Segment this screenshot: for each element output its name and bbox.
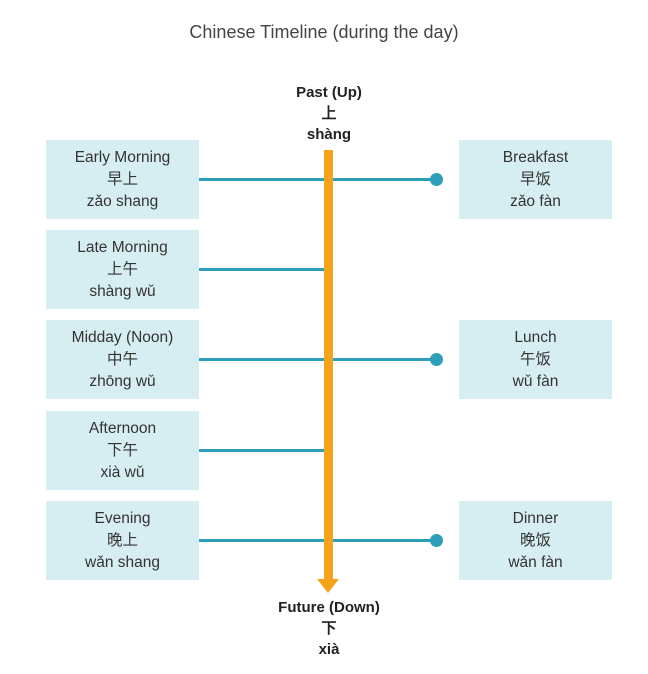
- meal-english: Breakfast: [502, 148, 569, 166]
- time-pinyin: xià wǔ: [100, 463, 145, 481]
- axis-top-english: Past (Up): [296, 84, 362, 101]
- connector-dot-breakfast: [430, 173, 443, 186]
- connector-midday: [199, 358, 437, 361]
- connector-afternoon: [199, 449, 327, 452]
- meal-english: Dinner: [512, 509, 559, 527]
- time-box-late-morning: Late Morning 上午 shàng wǔ: [46, 230, 199, 309]
- meal-pinyin: wǎn fàn: [508, 553, 563, 571]
- timeline-arrow-head: [317, 579, 339, 593]
- meal-box-breakfast: Breakfast 早饭 zǎo fàn: [459, 140, 612, 219]
- meal-english: Lunch: [514, 328, 557, 346]
- time-english: Midday (Noon): [71, 328, 174, 346]
- time-hanzi: 早上: [106, 170, 138, 188]
- timeline-arrow-shaft: [324, 150, 333, 581]
- axis-bottom-pinyin: xià: [318, 641, 340, 658]
- time-hanzi: 下午: [106, 441, 138, 459]
- meal-box-lunch: Lunch 午饭 wǔ fàn: [459, 320, 612, 399]
- meal-pinyin: wǔ fàn: [512, 372, 559, 390]
- axis-bottom-hanzi: 下: [321, 620, 337, 637]
- time-english: Afternoon: [88, 419, 157, 437]
- axis-top-hanzi: 上: [321, 105, 337, 122]
- meal-box-dinner: Dinner 晚饭 wǎn fàn: [459, 501, 612, 580]
- time-pinyin: zǎo shang: [86, 192, 159, 210]
- time-box-evening: Evening 晚上 wǎn shang: [46, 501, 199, 580]
- time-box-afternoon: Afternoon 下午 xià wǔ: [46, 411, 199, 490]
- axis-top-label: Past (Up) 上 shàng: [229, 82, 429, 145]
- diagram-title: Chinese Timeline (during the day): [189, 22, 459, 42]
- meal-pinyin: zǎo fàn: [510, 192, 561, 210]
- time-english: Late Morning: [77, 238, 168, 256]
- time-hanzi: 中午: [106, 350, 138, 368]
- meal-hanzi: 早饭: [519, 170, 551, 188]
- meal-hanzi: 午饭: [519, 350, 551, 368]
- connector-late-morning: [199, 268, 327, 271]
- time-box-midday: Midday (Noon) 中午 zhōng wǔ: [46, 320, 199, 399]
- connector-early-morning: [199, 178, 437, 181]
- axis-bottom-english: Future (Down): [278, 599, 380, 616]
- connector-dot-lunch: [430, 353, 443, 366]
- meal-hanzi: 晚饭: [519, 531, 551, 549]
- time-box-early-morning: Early Morning 早上 zǎo shang: [46, 140, 199, 219]
- connector-dot-dinner: [430, 534, 443, 547]
- axis-bottom-label: Future (Down) 下 xià: [229, 597, 429, 660]
- time-pinyin: zhōng wǔ: [89, 372, 156, 390]
- time-hanzi: 上午: [106, 260, 138, 278]
- time-pinyin: shàng wǔ: [89, 282, 156, 300]
- time-pinyin: wǎn shang: [85, 553, 160, 571]
- time-english: Early Morning: [74, 148, 171, 166]
- time-english: Evening: [94, 509, 151, 527]
- connector-evening: [199, 539, 437, 542]
- time-hanzi: 晚上: [106, 531, 138, 549]
- axis-top-pinyin: shàng: [306, 126, 352, 143]
